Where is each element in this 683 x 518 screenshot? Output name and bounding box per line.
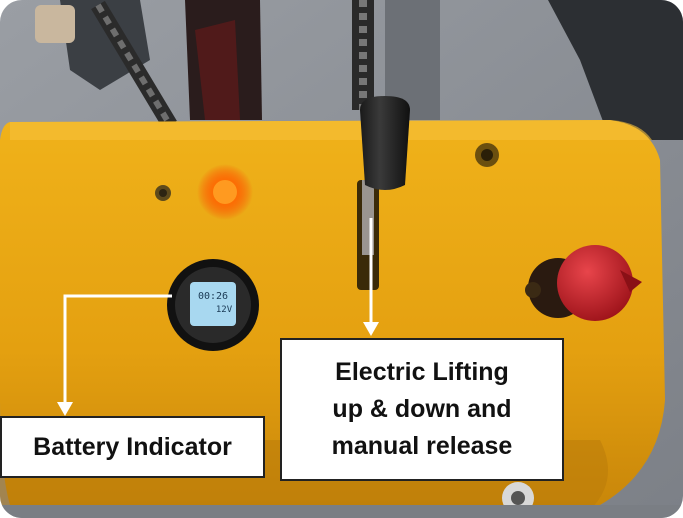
key-switch xyxy=(525,282,541,298)
left-chain xyxy=(91,0,177,130)
battery-gauge-screen xyxy=(190,282,236,326)
e-stop-key xyxy=(620,270,642,292)
panel-top-edge xyxy=(10,120,652,140)
lift-label-line1: Electric Lifting xyxy=(335,358,509,386)
electric-lifting-label: Electric Lifting up & down and manual re… xyxy=(280,338,564,481)
battery-display-line1: 00:26 xyxy=(198,291,228,302)
battery-indicator-label: Battery Indicator xyxy=(0,416,265,478)
lift-label-line3: manual release xyxy=(331,432,513,460)
floor-bottom xyxy=(0,505,683,518)
center-chain xyxy=(352,0,374,110)
glove xyxy=(35,5,75,43)
battery-arrow-head xyxy=(57,402,73,416)
e-stop-button xyxy=(557,245,633,321)
red-led xyxy=(213,180,237,204)
handle-grip xyxy=(360,96,410,190)
lift-arrow-head xyxy=(363,322,379,336)
battery-indicator-text: Battery Indicator xyxy=(33,432,232,461)
battery-arrow xyxy=(63,294,172,405)
mast-red-reflection xyxy=(195,20,240,120)
lift-label-line2: up & down and xyxy=(332,395,512,423)
battery-display-line2: 12V xyxy=(216,305,233,315)
mast-right xyxy=(548,0,683,140)
